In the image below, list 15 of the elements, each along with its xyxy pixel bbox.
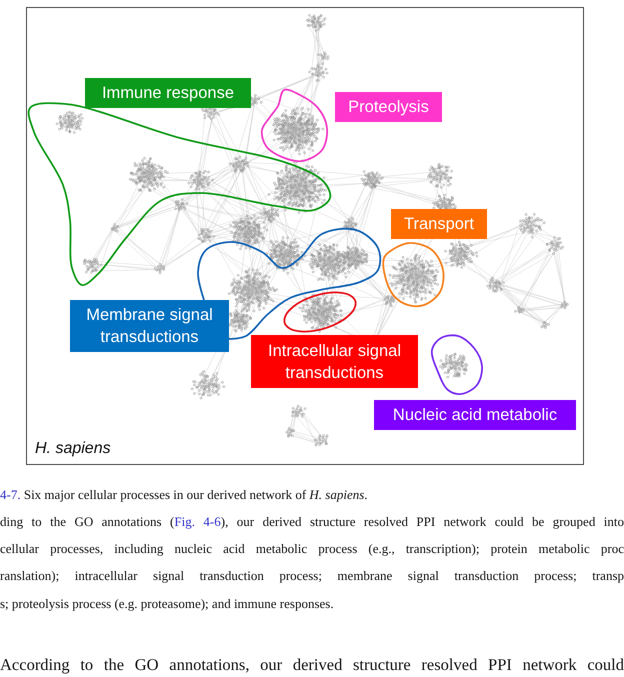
- figure-link: Fig. 4-6: [174, 514, 221, 529]
- caption-text: cellular processes, including nucleic acid metabolic process (e.g., transcription); protein metabolic proc: [0, 541, 624, 557]
- body-text: According to the GO annotations, our derived structure resolved PPI network could: [0, 655, 624, 675]
- process-label: Proteolysis: [335, 92, 442, 122]
- figure-link: 4-7.: [0, 487, 21, 502]
- process-label: Intracellular signal transductions: [251, 335, 418, 388]
- process-label: Transport: [391, 209, 487, 239]
- process-label: Membrane signal transductions: [70, 300, 229, 352]
- process-label: Immune response: [85, 78, 251, 108]
- caption-text: ding to the GO annotations (Fig. 4-6), our derived structure resolved PPI network could be grouped into: [0, 514, 624, 530]
- caption-text: ranslation); intracellular signal transduction process; membrane signal transduction process; transp: [0, 568, 624, 584]
- process-label: Nucleic acid metabolic: [374, 400, 576, 430]
- caption-text: s; proteolysis process (e.g. proteasome); and immune responses.: [0, 596, 334, 612]
- figure-caption: 4-7. Six major cellular processes in our derived network of H. sapiens.: [0, 487, 368, 503]
- species-label: H. sapiens: [35, 440, 111, 458]
